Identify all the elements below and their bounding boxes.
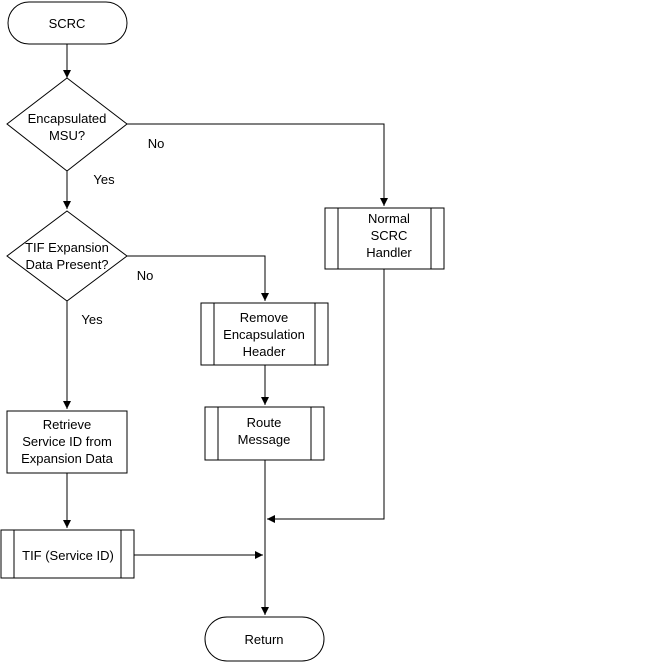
subprocess-tif-service-id: TIF (Service ID) (0, 529, 135, 579)
subprocess-remove-line2: Encapsulation (223, 327, 305, 342)
end-terminator: Return (204, 616, 325, 662)
edge-tif-no (127, 255, 269, 301)
subprocess-normal-scrc-handler: Normal SCRC Handler (324, 207, 445, 270)
decision-tif-expansion: TIF Expansion Data Present? (6, 210, 128, 302)
decision-tif-line1: TIF Expansion (25, 240, 109, 255)
subprocess-remove-line1: Remove (240, 310, 288, 325)
subprocess-remove-encapsulation: Remove Encapsulation Header (200, 302, 329, 366)
label-encapsulated-no: No (148, 136, 165, 151)
subprocess-tif-label: TIF (Service ID) (22, 548, 114, 563)
process-retrieve-line1: Retrieve (43, 417, 91, 432)
process-retrieve-service-id: Retrieve Service ID from Expansion Data (6, 410, 128, 474)
connectors (63, 44, 388, 615)
subprocess-normal-line1: Normal (368, 211, 410, 226)
decision-encapsulated-msu: Encapsulated MSU? (6, 77, 128, 172)
subprocess-route-line1: Route (247, 415, 282, 430)
subprocess-route-message: Route Message (204, 406, 325, 461)
label-encapsulated-yes: Yes (93, 172, 115, 187)
start-label: SCRC (49, 16, 86, 31)
edge-encapsulated-no (127, 123, 388, 206)
edge-normal-to-merge (267, 269, 385, 523)
subprocess-normal-line2: SCRC (371, 228, 408, 243)
process-retrieve-line3: Expansion Data (21, 451, 114, 466)
subprocess-normal-line3: Handler (366, 245, 412, 260)
start-terminator: SCRC (7, 1, 128, 45)
label-tif-yes: Yes (81, 312, 103, 327)
label-tif-no: No (137, 268, 154, 283)
process-retrieve-line2: Service ID from (22, 434, 112, 449)
decision-tif-line2: Data Present? (25, 257, 108, 272)
subprocess-route-line2: Message (238, 432, 291, 447)
subprocess-remove-line3: Header (243, 344, 286, 359)
end-label: Return (244, 632, 283, 647)
decision-encapsulated-line2: MSU? (49, 128, 85, 143)
decision-encapsulated-line1: Encapsulated (28, 111, 107, 126)
